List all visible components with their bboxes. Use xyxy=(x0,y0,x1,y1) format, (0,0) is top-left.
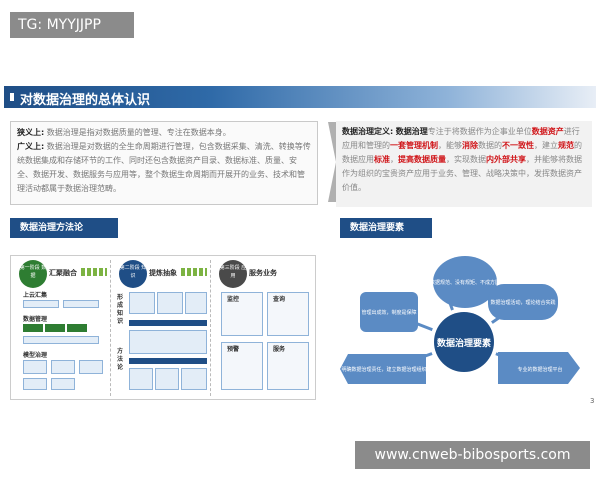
stage1-sub1: 上云汇集 xyxy=(23,292,48,299)
stage2-block xyxy=(181,368,207,390)
stage-3: 第三阶段 应用 服务业务 监控 查询 预警 服务 xyxy=(215,260,311,396)
stage3-card3-label: 预警 xyxy=(227,346,240,353)
element-node-4 xyxy=(340,354,426,384)
gd-p15: 提高数据质量 xyxy=(398,155,446,164)
gd-p14: ， xyxy=(390,155,398,164)
stage3-badge: 第三阶段 应用 xyxy=(219,260,247,288)
stage2-block xyxy=(129,330,207,354)
stage2-block xyxy=(129,292,155,314)
broad-label: 广义上: xyxy=(17,142,45,151)
element-node-3 xyxy=(498,352,580,384)
gd-p7: 消除 xyxy=(462,141,478,150)
gd-p13: 标准 xyxy=(374,155,390,164)
stage2-block xyxy=(129,368,153,390)
stage1-sub2: 数据管理 xyxy=(23,316,48,323)
element-label-2: 数据治理活动，理论结合实践 xyxy=(490,299,555,306)
page-number: 3 xyxy=(590,397,595,405)
element-node-2 xyxy=(488,284,558,320)
element-node-5 xyxy=(360,292,418,332)
stage2-chevrons xyxy=(181,268,207,276)
gd-p10: ，建立 xyxy=(534,141,558,150)
stage2-block xyxy=(155,368,179,390)
gd-p1: 数据治理 xyxy=(395,127,428,136)
gd-p17: 内外部共享 xyxy=(486,155,526,164)
gd-p5: 一套管理机制 xyxy=(390,141,438,150)
governance-elements-diagram: 数据治理要素 数据规范、没有规矩、不成方圆 数据治理活动，理论结合实践 专业的数… xyxy=(340,256,580,384)
narrow-text: 数据治理是指对数据质量的管理、专注在数据本身。 xyxy=(46,128,231,137)
stage3-card1-label: 监控 xyxy=(227,296,240,303)
stage-1: 第一阶段 数据 汇聚融合 上云汇集 数据管理 模型治理 xyxy=(15,260,111,396)
stage2-block xyxy=(185,292,207,314)
gd-p3: 数据资产 xyxy=(531,127,564,136)
page-title: 对数据治理的总体认识 xyxy=(20,93,151,108)
gd-p9: 不一致性 xyxy=(502,141,534,150)
stage1-badge: 第一阶段 数据 xyxy=(19,260,47,288)
stage2-title: 提炼抽象 xyxy=(149,269,177,277)
stage3-title: 服务业务 xyxy=(249,269,277,277)
element-node-1 xyxy=(433,256,497,308)
governance-label: 数据治理定义: xyxy=(342,127,394,136)
stage3-card xyxy=(221,342,263,390)
broad-definition: 广义上: 数据治理是对数据的全生命周期进行管理，包含数据采集、清洗、转换等传统数… xyxy=(17,140,311,196)
stage3-card4-label: 服务 xyxy=(273,346,286,353)
stage1-block xyxy=(45,324,65,332)
gd-p8: 数据的 xyxy=(478,141,502,150)
stage3-card xyxy=(267,342,309,390)
gd-p6: ，能够 xyxy=(438,141,462,150)
stage2-badge: 第二阶段 知识 xyxy=(119,260,147,288)
stage1-block xyxy=(51,360,75,374)
element-label-1: 数据规范、没有规矩、不成方圆 xyxy=(430,279,500,286)
stage1-block xyxy=(23,324,43,332)
gd-p2: 专注于将数据作为企事业单位 xyxy=(427,127,532,136)
stage1-block xyxy=(23,336,99,344)
stage2-block xyxy=(129,358,207,364)
stage1-block xyxy=(79,360,103,374)
section-elements-heading: 数据治理要素 xyxy=(340,218,432,238)
stage2-side1: 形成知识 xyxy=(117,294,124,325)
element-label-3: 专业的数据治理平台 xyxy=(517,366,562,373)
stage1-block xyxy=(23,378,47,390)
watermark-banner: www.cnweb-bibosports.com xyxy=(355,441,590,469)
stage1-sub3: 模型治理 xyxy=(23,352,48,359)
stage1-block xyxy=(67,324,87,332)
tag-label: TG: MYYJJPP xyxy=(10,12,134,38)
stage2-block xyxy=(129,320,207,326)
section-title-bar: 对数据治理的总体认识 xyxy=(4,86,596,108)
gd-p16: ，实现数据 xyxy=(446,155,486,164)
gd-p11: 规范 xyxy=(558,141,574,150)
stage1-chevrons xyxy=(81,268,107,276)
center-label: 数据治理要素 xyxy=(437,337,491,349)
stage3-card xyxy=(221,292,263,336)
stage2-block xyxy=(157,292,183,314)
section-method-heading: 数据治理方法论 xyxy=(10,218,118,238)
broad-text: 数据治理是对数据的全生命周期进行管理，包含数据采集、清洗、转换等传统数据集成和存… xyxy=(17,142,311,193)
narrow-definition: 狭义上: 数据治理是指对数据质量的管理、专注在数据本身。 xyxy=(17,126,311,140)
narrow-label: 狭义上: xyxy=(17,128,45,137)
title-bullet xyxy=(10,93,14,101)
governance-definition-box: 数据治理定义: 数据治理专注于将数据作为企事业单位数据资产进行应用和管理的一套管… xyxy=(336,121,592,207)
stage3-card xyxy=(267,292,309,336)
gd-p12: 的数据应用 xyxy=(342,141,582,164)
stage1-title: 汇聚融合 xyxy=(49,269,77,277)
methodology-panel: 第一阶段 数据 汇聚融合 上云汇集 数据管理 模型治理 第二阶段 知识 提炼抽象… xyxy=(10,255,316,400)
stage3-card2-label: 查询 xyxy=(273,296,286,303)
stage1-block xyxy=(63,300,99,308)
stage1-block xyxy=(23,300,59,308)
gd-p18: ，并能够将数据作为组织的宝贵资产应用于业务、管理、战略决策中，发挥数据资产价值。 xyxy=(342,155,582,192)
stage1-block xyxy=(51,378,75,390)
element-label-4: 明确数据治理责任，建立数据治理组织 xyxy=(341,366,426,373)
gd-p4: 进行应用和管理的 xyxy=(342,127,580,150)
stage-2: 第二阶段 知识 提炼抽象 形成知识 方法论 xyxy=(115,260,211,396)
stage1-block xyxy=(23,360,47,374)
element-label-5: 管理出成效，制度是保障 xyxy=(361,309,416,316)
definitions-box: 狭义上: 数据治理是指对数据质量的管理、专注在数据本身。 广义上: 数据治理是对… xyxy=(10,121,318,205)
stage2-side2: 方法论 xyxy=(117,348,124,371)
center-node xyxy=(434,312,494,372)
